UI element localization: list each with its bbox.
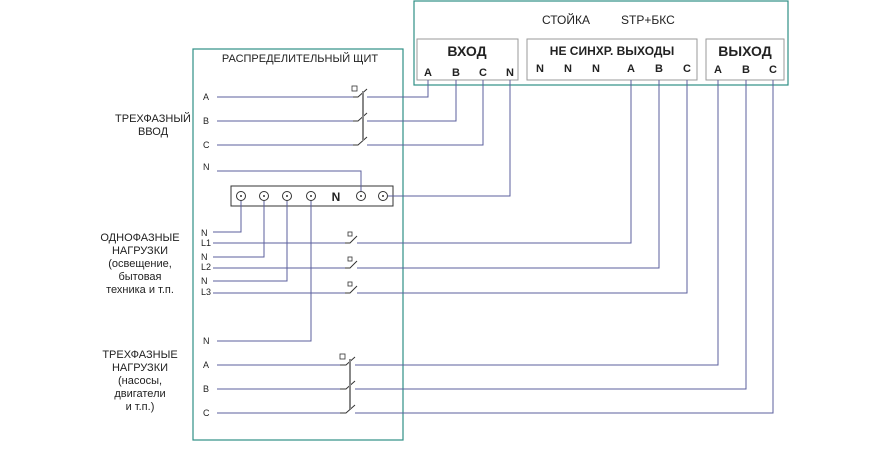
- input-group-label: ВХОД: [447, 43, 486, 59]
- svg-text:ОДНОФАЗНЫЕ: ОДНОФАЗНЫЕ: [100, 232, 179, 244]
- svg-text:ТРЕХФАЗНЫЕ: ТРЕХФАЗНЫЕ: [102, 349, 177, 361]
- neutral-bus-terminals: [236, 191, 388, 201]
- load-l2-label: L2: [201, 262, 211, 272]
- input-neutral-label: N: [203, 162, 210, 172]
- nonsync-group-box: [526, 38, 698, 81]
- output-terminal-b: B: [742, 64, 750, 76]
- nonsync-terminal-n2: N: [564, 63, 572, 75]
- svg-text:ВВОД: ВВОД: [138, 126, 169, 138]
- svg-text:(освещение,: (освещение,: [108, 258, 172, 270]
- rack-model: STP+БКС: [621, 13, 675, 27]
- input-wiring: [217, 80, 511, 197]
- nonsync-group-label: НЕ СИНХР. ВЫХОДЫ: [550, 44, 674, 58]
- svg-text:(насосы,: (насосы,: [118, 375, 162, 387]
- three-phase-load-wiring: [217, 80, 774, 414]
- nonsync-terminal-a: A: [627, 63, 635, 75]
- neutral-bus-label: N: [332, 190, 341, 204]
- output-terminal-a: A: [714, 64, 722, 76]
- load-l3-label: L3: [201, 287, 211, 297]
- rack-title: СТОЙКА: [542, 12, 590, 27]
- svg-text:техника и т.п.: техника и т.п.: [106, 284, 174, 296]
- panel-frame: [192, 48, 404, 441]
- input-line-c-label: C: [203, 140, 210, 150]
- output-terminal-c: C: [769, 64, 777, 76]
- svg-text:бытовая: бытовая: [118, 271, 161, 283]
- input-line-b-label: B: [203, 116, 209, 126]
- svg-text:НАГРУЗКИ: НАГРУЗКИ: [112, 245, 168, 257]
- load-n3-label: N: [201, 276, 208, 286]
- nonsync-terminal-n3: N: [592, 63, 600, 75]
- input-terminal-n: N: [506, 67, 514, 79]
- svg-text:двигатели: двигатели: [114, 388, 165, 400]
- input-terminal-b: B: [452, 67, 460, 79]
- tp-load-b-label: B: [203, 384, 209, 394]
- tp-load-c-label: C: [203, 408, 210, 418]
- load-n2-label: N: [201, 252, 208, 262]
- input-group-box: [416, 38, 519, 81]
- svg-text:НАГРУЗКИ: НАГРУЗКИ: [112, 362, 168, 374]
- tp-load-a-label: A: [203, 360, 209, 370]
- nonsync-terminal-c: C: [683, 63, 691, 75]
- three-phase-loads-title: ТРЕХФАЗНЫЕ НАГРУЗКИ (насосы, двигатели и…: [102, 349, 177, 413]
- load-n1-label: N: [201, 228, 208, 238]
- output-group-box: [705, 38, 785, 81]
- svg-text:и т.п.): и т.п.): [126, 401, 155, 413]
- input-terminal-c: C: [479, 67, 487, 79]
- nonsync-terminal-n1: N: [536, 63, 544, 75]
- input-line-a-label: A: [203, 92, 209, 102]
- panel-title: РАСПРЕДЕЛИТЕЛЬНЫЙ ЩИТ: [222, 52, 378, 65]
- single-phase-wiring: [213, 80, 688, 294]
- tp-load-neutral-label: N: [203, 336, 210, 346]
- rack-frame: [413, 0, 789, 86]
- three-phase-input-title: ТРЕХФАЗНЫЙ ВВОД: [115, 112, 191, 138]
- single-phase-loads-title: ОДНОФАЗНЫЕ НАГРУЗКИ (освещение, бытовая …: [100, 232, 179, 296]
- load-l1-label: L1: [201, 238, 211, 248]
- output-group-label: ВЫХОД: [718, 43, 771, 59]
- nonsync-terminal-b: B: [655, 63, 663, 75]
- line-labels: A B C N N L1 N L2 N L3 N A B C: [201, 92, 211, 418]
- input-terminal-a: A: [424, 67, 432, 79]
- svg-text:ТРЕХФАЗНЫЙ: ТРЕХФАЗНЫЙ: [115, 112, 191, 125]
